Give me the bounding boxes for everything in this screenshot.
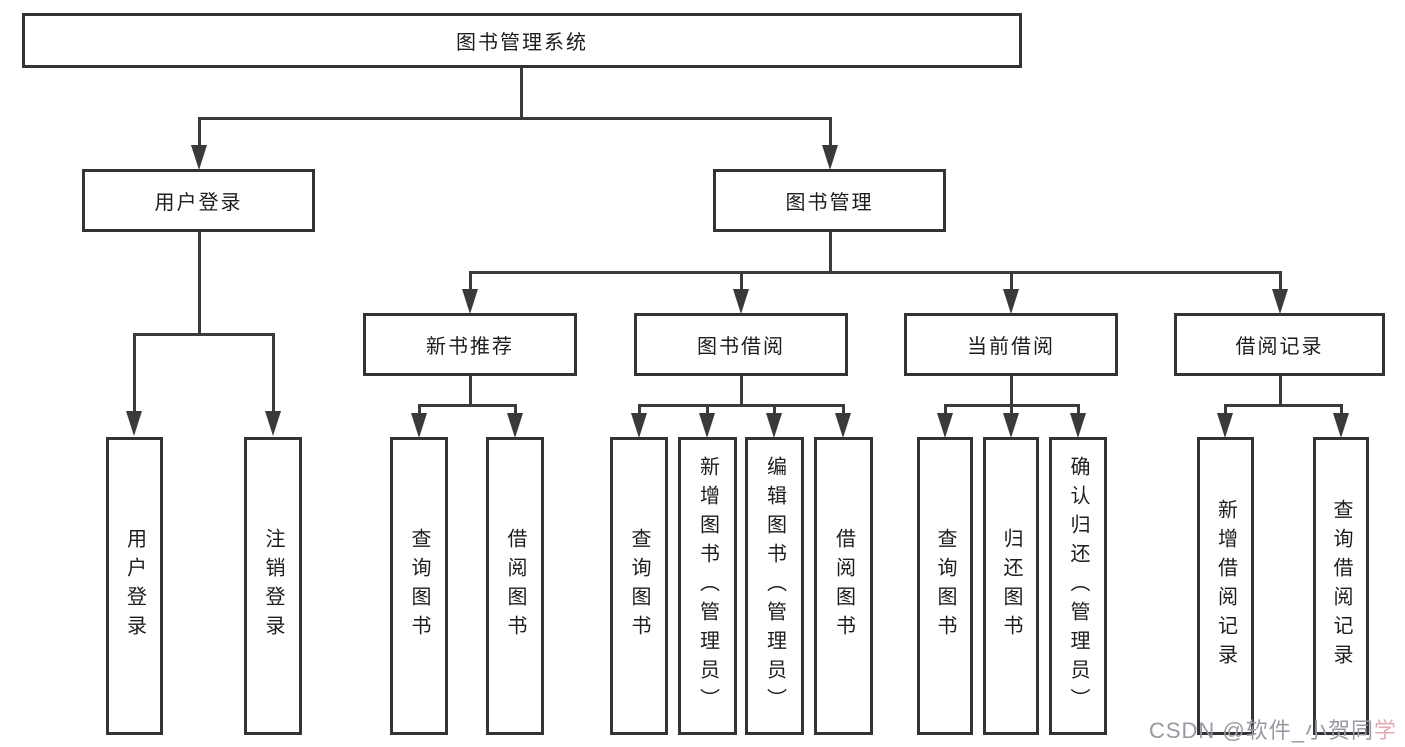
connector-drop-d1: [944, 404, 947, 414]
node-query-borrow-record: 查询借阅记录: [1313, 437, 1369, 735]
connector-level1-bar: [198, 117, 832, 120]
connector-drop-e1: [1224, 404, 1227, 414]
node-library-system: 图书管理系统: [22, 13, 1022, 68]
connector-drop-login-leaf: [133, 333, 136, 411]
node-return-books: 归还图书: [983, 437, 1039, 735]
arrowhead-c1: [631, 413, 647, 438]
connector-drop-c4: [842, 404, 845, 414]
connector-drop-user-login: [198, 117, 201, 147]
arrowhead-e1: [1217, 413, 1233, 438]
connector-borrow-records-bar: [1224, 404, 1342, 407]
connector-drop-b2: [514, 404, 517, 414]
node-query-books-3: 查询图书: [917, 437, 973, 735]
arrowhead-d3: [1070, 413, 1086, 438]
arrowhead-b2: [507, 413, 523, 438]
node-edit-book-admin: 编辑图书（管理员）: [745, 437, 804, 735]
arrowhead-d1: [937, 413, 953, 438]
arrowhead-c2: [699, 413, 715, 438]
arrowhead-book-mgmt: [822, 145, 838, 170]
connector-drop-book-mgmt: [829, 117, 832, 147]
node-new-book-recommend: 新书推荐: [363, 313, 577, 376]
node-borrow-books-1: 借阅图书: [486, 437, 544, 735]
connector-drop-d2: [1010, 404, 1013, 414]
connector-drop-c3: [773, 404, 776, 414]
connector-drop-d3: [1077, 404, 1080, 414]
connector-user-login-stem: [198, 232, 201, 336]
connector-book-borrow-stem: [740, 376, 743, 407]
connector-book-mgmt-stem: [829, 232, 832, 274]
arrowhead-logout-leaf: [265, 411, 281, 436]
node-query-books-1: 查询图书: [390, 437, 448, 735]
connector-book-borrow-bar: [638, 404, 844, 407]
node-add-book-admin: 新增图书（管理员）: [678, 437, 737, 735]
arrowhead-user-login: [191, 145, 207, 170]
node-query-books-2: 查询图书: [610, 437, 668, 735]
node-current-borrowing: 当前借阅: [904, 313, 1118, 376]
connector-drop-new-rec: [469, 271, 472, 293]
node-book-management: 图书管理: [713, 169, 946, 232]
connector-drop-c2: [706, 404, 709, 414]
connector-drop-c1: [638, 404, 641, 414]
connector-user-login-bar: [133, 333, 275, 336]
node-user-login-leaf: 用户登录: [106, 437, 163, 735]
arrowhead-c4: [835, 413, 851, 438]
arrowhead-e2: [1333, 413, 1349, 438]
arrowhead-b1: [411, 413, 427, 438]
connector-current-borrow-stem: [1010, 376, 1013, 407]
csdn-watermark-suffix: 学: [1373, 718, 1397, 743]
csdn-watermark: CSDN @软件_小贺同学: [1149, 713, 1397, 745]
node-borrow-records: 借阅记录: [1174, 313, 1385, 376]
csdn-watermark-prefix: CSDN @软件_小贺同: [1148, 718, 1374, 743]
connector-drop-borrow-records: [1279, 271, 1282, 293]
connector-drop-book-borrow: [740, 271, 743, 293]
node-user-login: 用户登录: [82, 169, 315, 232]
arrowhead-current-borrow: [1003, 289, 1019, 314]
connector-new-rec-stem: [469, 376, 472, 407]
arrowhead-d2: [1003, 413, 1019, 438]
arrowhead-book-borrow: [733, 289, 749, 314]
node-add-borrow-record: 新增借阅记录: [1197, 437, 1254, 735]
arrowhead-login-leaf: [126, 411, 142, 436]
arrowhead-c3: [766, 413, 782, 438]
node-book-borrowing: 图书借阅: [634, 313, 848, 376]
arrowhead-new-rec: [462, 289, 478, 314]
connector-new-rec-bar: [418, 404, 517, 407]
connector-drop-e2: [1340, 404, 1343, 414]
connector-borrow-records-stem: [1279, 376, 1282, 407]
connector-level2-bar: [469, 271, 1282, 274]
node-borrow-books-2: 借阅图书: [814, 437, 873, 735]
arrowhead-borrow-records: [1272, 289, 1288, 314]
connector-root-stem: [520, 68, 523, 119]
connector-drop-current-borrow: [1010, 271, 1013, 293]
node-confirm-return-admin: 确认归还（管理员）: [1049, 437, 1107, 735]
connector-drop-b1: [418, 404, 421, 414]
connector-drop-logout-leaf: [272, 333, 275, 411]
node-logout-leaf: 注销登录: [244, 437, 302, 735]
